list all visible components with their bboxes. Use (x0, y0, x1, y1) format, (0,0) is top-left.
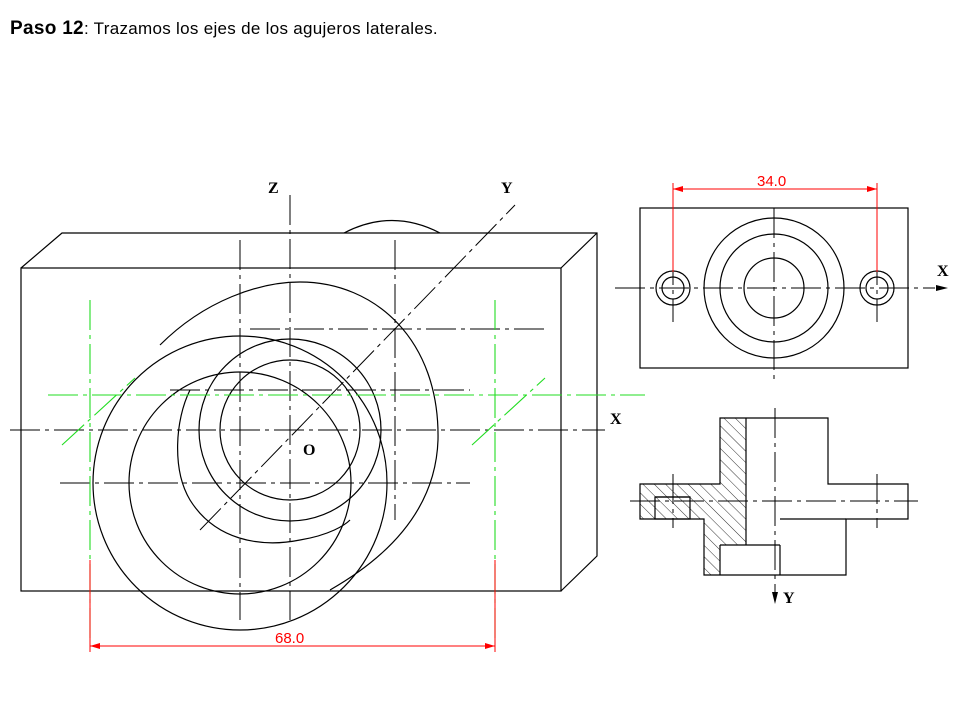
axis-label-x: X (610, 411, 622, 428)
section-view: Y (630, 408, 918, 607)
axis-label-y: Y (501, 180, 513, 197)
iso-box (20, 220, 598, 592)
axis-label-z: Z (268, 180, 279, 197)
isometric-view: 68.0 Z Y X O (10, 180, 645, 652)
step-description: : Trazamos los ejes de los agujeros late… (83, 19, 438, 38)
dimension-34-label: 34.0 (757, 173, 786, 190)
page-title: Paso 12: Trazamos los ejes de los agujer… (10, 18, 438, 40)
top-view: X 34.0 (615, 173, 949, 380)
dimension-68-label: 68.0 (275, 630, 304, 647)
dimension-34: 34.0 (672, 173, 878, 272)
top-view-axis-x: X (937, 263, 949, 280)
origin-label: O (303, 442, 315, 459)
iso-cylinders (92, 281, 439, 631)
dimension-68: 68.0 (89, 560, 496, 652)
section-axis-y: Y (783, 590, 795, 607)
step-label: Paso 12 (10, 18, 84, 39)
iso-centerlines (10, 195, 605, 620)
